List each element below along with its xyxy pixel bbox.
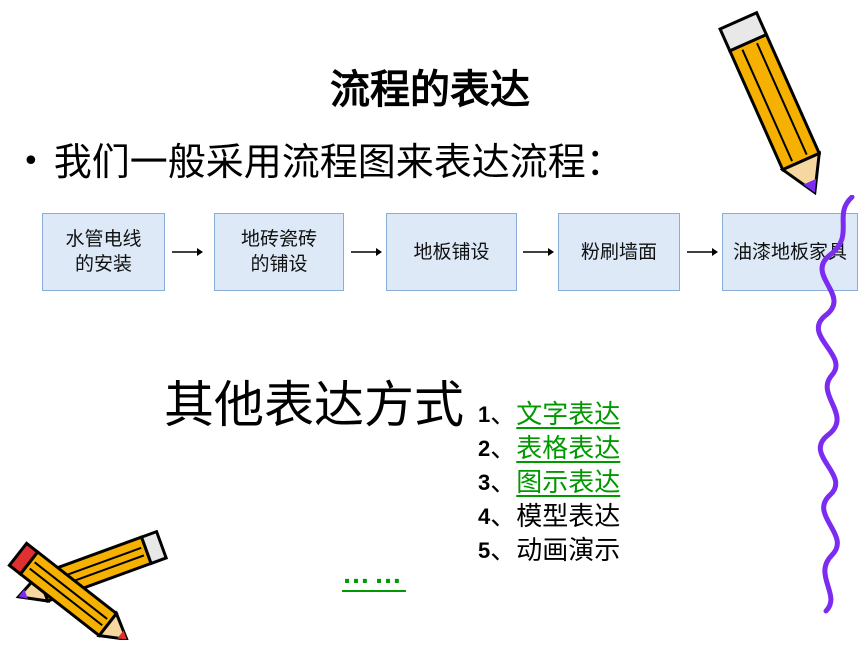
flow-step-2: 地砖瓷砖 的铺设	[214, 213, 344, 291]
method-separator: 、	[490, 434, 517, 464]
flow-arrow-1	[172, 248, 203, 256]
method-separator: 、	[490, 536, 517, 566]
slide-title: 流程的表达	[330, 66, 530, 113]
method-separator: 、	[490, 400, 517, 430]
method-item-5: 5、动画演示	[478, 534, 620, 568]
method-link-diagram[interactable]: 图示表达	[516, 468, 621, 498]
flow-arrow-3	[523, 248, 554, 256]
method-item-1: 1、文字表达	[478, 398, 620, 432]
method-number: 5	[478, 538, 491, 563]
method-item-3: 3、图示表达	[478, 466, 620, 500]
method-link-table[interactable]: 表格表达	[516, 434, 621, 464]
method-number: 3	[478, 470, 491, 495]
method-number: 2	[478, 436, 491, 461]
method-item-2: 2、表格表达	[478, 432, 620, 466]
bullet-text: 我们一般采用流程图来表达流程：	[53, 140, 624, 184]
method-separator: 、	[490, 502, 517, 532]
bullet-marker: •	[22, 144, 40, 179]
bullet-line: • 我们一般采用流程图来表达流程：	[22, 138, 624, 186]
crossed-pencils-icon	[7, 529, 169, 640]
other-methods-heading: 其他表达方式	[164, 376, 464, 434]
flow-arrow-2	[351, 248, 382, 256]
method-link-text[interactable]: 文字表达	[516, 400, 621, 430]
more-link[interactable]: ……	[342, 560, 406, 592]
flow-step-4: 粉刷墙面	[558, 213, 680, 291]
method-label-model: 模型表达	[516, 502, 621, 532]
flow-step-5: 油漆地板家具	[722, 213, 858, 291]
flow-step-3: 地板铺设	[386, 213, 517, 291]
method-label-animation: 动画演示	[516, 536, 621, 566]
method-number: 1	[478, 402, 491, 427]
method-number: 4	[478, 504, 491, 529]
method-separator: 、	[490, 468, 517, 498]
method-item-4: 4、模型表达	[478, 500, 620, 534]
methods-list: 1、文字表达 2、表格表达 3、图示表达 4、模型表达 5、动画演示	[478, 398, 620, 568]
flow-step-1: 水管电线 的安装	[42, 213, 165, 291]
flow-arrow-4	[687, 248, 718, 256]
